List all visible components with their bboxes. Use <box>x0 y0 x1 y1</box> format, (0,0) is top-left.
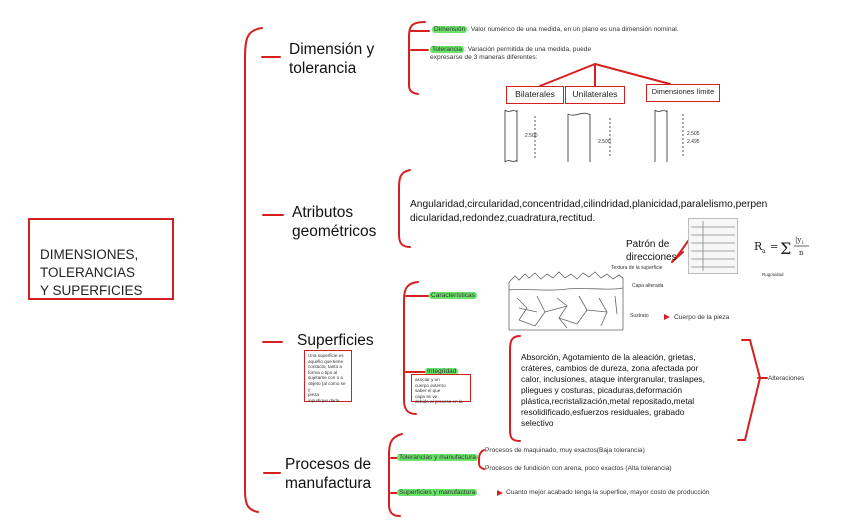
svg-text:i: i <box>802 240 804 246</box>
central-topic-label: DIMENSIONES, TOLERANCIAS Y SUPERFICIES <box>40 247 143 298</box>
dim-label-bilateral: 2.500 <box>525 133 538 139</box>
proceso-fundicion-text: Procesos de fundición con arena, poco ex… <box>485 465 672 472</box>
cuerpo-pieza-label: Cuerpo de la pieza <box>674 314 730 321</box>
sustrato-label: Sustrato <box>630 313 649 319</box>
svg-text:n: n <box>799 249 804 257</box>
tolerancia-term: Tolerancia <box>430 46 465 53</box>
dim-label-unilateral: 2.500 <box>598 139 611 145</box>
category-dimension-tolerancia: Dimensión y tolerancia <box>289 41 375 77</box>
capa-alterada-label: Capa alterada <box>632 283 664 289</box>
patron-direcciones-label: Patrón de direcciones <box>626 239 677 263</box>
dim-label-limite: 2.505 2.495 <box>687 131 700 145</box>
textura-label: Textura de la superficie <box>611 265 663 271</box>
integridad-note-box: asociar y un cuerpo externo saber el que… <box>411 374 471 404</box>
alteraciones-label: Alteraciones <box>768 375 805 382</box>
svg-text:a: a <box>762 248 766 255</box>
surface-structure-image <box>508 271 624 331</box>
proceso-maquinado-text: Procesos de maquinado, muy exactos(Baja … <box>485 447 645 454</box>
svg-text:|y: |y <box>795 236 801 244</box>
tolerancia-definition: Tolerancia: Variación permitida de una m… <box>430 46 591 62</box>
alteraciones-list: Absorción, Agotamiento de la aleación, g… <box>521 352 705 428</box>
type-unilaterales: Unilaterales <box>565 86 625 104</box>
tolerance-drawings <box>504 109 684 163</box>
tolerancias-manufactura-label: Tolerancias y manufactura <box>397 454 478 461</box>
type-dimensiones-limite: Dimensiones límite <box>646 84 720 102</box>
dimension-definition: Dimensión: Valor numérico de una medida,… <box>432 26 679 34</box>
superficie-note-box: Una superficie es aquello que tiene cont… <box>304 350 352 403</box>
atributos-list: Angularidad,circularidad,concentridad,ci… <box>410 199 768 224</box>
rugosidad-label: Rugosidad <box>762 272 784 277</box>
integridad-label: Integridad <box>425 368 459 375</box>
category-superficies: Superficies <box>297 332 374 349</box>
patron-direcciones-table-image <box>688 218 738 274</box>
dimension-term: Dimensión <box>432 26 468 33</box>
svg-text:R: R <box>754 240 763 253</box>
superficie-costo-text: Cuanto mejor acabado tenga la superfice,… <box>506 489 710 496</box>
type-bilaterales: Bilaterales <box>506 86 564 104</box>
tolerancia-text: : Variación permitida de una medida, pue… <box>430 46 592 61</box>
central-topic-box: DIMENSIONES, TOLERANCIAS Y SUPERFICIES <box>28 218 174 300</box>
svg-text:=: = <box>770 242 778 253</box>
category-atributos-geometricos: Atributos geométricos <box>292 204 377 240</box>
svg-text:Σ: Σ <box>780 239 791 258</box>
superficies-manufactura-label: Superficies y manufactura <box>397 489 478 496</box>
category-procesos-manufactura: Procesos de manufactura <box>285 456 372 492</box>
caracteristicas-label: Características <box>429 292 477 299</box>
dimension-text: : Valor numérico de una medida, en un pl… <box>467 26 679 33</box>
